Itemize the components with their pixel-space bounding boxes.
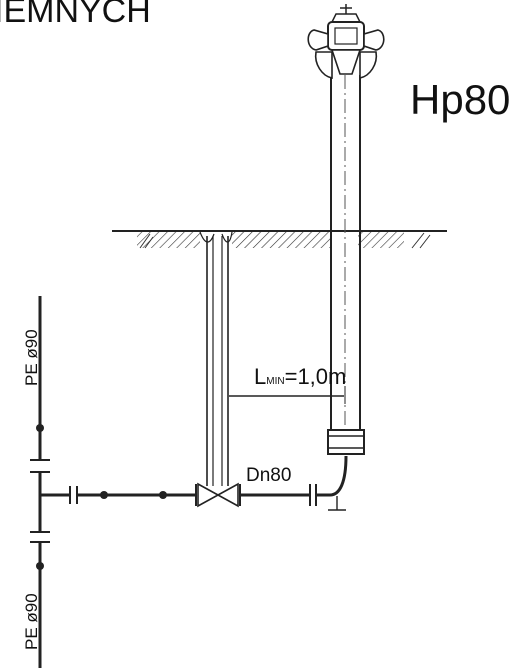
- hydrant-riser: [327, 75, 365, 455]
- distance-dimension: [221, 386, 346, 404]
- main-water-line: [30, 296, 50, 668]
- hydrant-head: [307, 4, 385, 79]
- drawing-title: IEMNYCH: [0, 0, 151, 30]
- valve-extension-rod: [206, 236, 229, 486]
- branch-pipe: [40, 455, 348, 511]
- ground-surface: [112, 230, 447, 249]
- main-pipe-bottom-label: PE ø90: [22, 593, 41, 650]
- pipe-diameter-label: Dn80: [246, 465, 292, 486]
- distance-label-prefix: L: [254, 364, 267, 389]
- hydrant-label: Hp80: [410, 76, 511, 123]
- distance-label-value: =1,0m: [284, 364, 347, 389]
- distance-label: LMIN=1,0m: [254, 364, 346, 390]
- distance-label-subscript: MIN: [266, 376, 285, 387]
- main-pipe-top-label: PE ø90: [22, 329, 41, 386]
